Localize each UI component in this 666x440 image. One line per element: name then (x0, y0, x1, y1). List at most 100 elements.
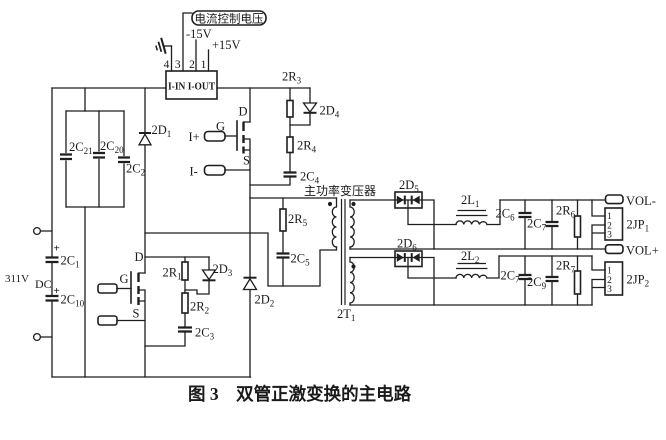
ch2-rectified-wire (407, 256, 457, 279)
capacitor-2c2-label: 2C2 (126, 162, 145, 178)
capacitor-2c21-plates (60, 153, 72, 161)
sensor-pin-wires (170, 12, 210, 72)
capacitor-2c1-plates (45, 256, 59, 264)
ground-bar-2 (157, 41, 163, 53)
source-drive-terminal-iminus (203, 164, 226, 176)
diode-2d4-label: 2D4 (320, 104, 340, 120)
gate-drive-terminal-iplus (203, 130, 226, 142)
capacitor-2c7-plates (545, 220, 559, 228)
ch1-rectified-wire (407, 199, 457, 226)
ground-bar-3 (155, 45, 158, 51)
capacitor-2c20-plates (93, 151, 105, 159)
capacitor-2c5-label: 2C5 (291, 252, 311, 268)
ch2-filter-wire (486, 255, 500, 279)
lower-mosfet-drain-label: D (135, 250, 144, 264)
capacitor-2c7b-plates (518, 273, 532, 281)
jp2-pin3-label: 3 (607, 285, 612, 295)
capacitor-2c9-label: 2C9 (527, 275, 547, 291)
diode-2d1-label: 2D1 (152, 123, 172, 139)
secondary2-polarity-dot (351, 264, 356, 269)
resistor-2r4-body (286, 136, 294, 154)
resistor-2r6-body (573, 215, 582, 238)
clamp-diode-2d1: 2D1 (137, 87, 172, 274)
capacitor-2c1-label: 2C1 (61, 254, 80, 270)
capacitor-2c3-plates (178, 326, 192, 333)
transformer-core (340, 199, 346, 305)
resistor-2r2-label: 2R2 (190, 300, 209, 316)
capacitor-2c4-plates (283, 171, 297, 178)
diode-2d1-triangle (137, 132, 153, 146)
input-kind-label: DC (35, 277, 52, 291)
connector-2jp2-body (604, 261, 624, 296)
diode-2d3-triangle (201, 269, 217, 281)
inductor-2l2-core-bars (456, 262, 488, 270)
lower-mosfet-stubs (137, 272, 146, 378)
ground-symbol (155, 37, 167, 54)
diode-2d3-wires (184, 256, 210, 295)
resistor-2r4-label: 2R4 (297, 139, 317, 155)
input-terminal-negative (32, 332, 42, 342)
transformer-2t1: 主功率变压器 2T1 (304, 183, 376, 323)
pin-4-label: 4 (164, 59, 170, 71)
input-section: 311V DC + + 2C1 2C10 (5, 87, 252, 378)
iplus-label: I+ (189, 130, 200, 144)
control-voltage-box (191, 10, 267, 26)
capacitor-2c7b-label: 2C7 (501, 269, 521, 285)
capacitor-2c6-label: 2C6 (496, 207, 516, 223)
transformer-name-label: 2T1 (337, 307, 355, 323)
capacitor-bank-frame-vertical (65, 110, 125, 208)
resistor-2r7-label: 2R7 (556, 259, 576, 275)
output-channel-2: 2D6 2L2 2C7 2C9 2R7 1 2 3 2JP2 (349, 237, 650, 306)
transformer-title: 主功率变压器 (304, 183, 376, 198)
inductor-2l2-label: 2L2 (461, 249, 479, 265)
upper-mosfet-stubs (242, 121, 251, 199)
lower-snubber-wires (144, 256, 186, 347)
upper-mosfet-drain-label: D (239, 105, 248, 119)
upper-snubber: 2R3 2D4 2R4 2C4 (249, 70, 340, 186)
control-head: I-IN I-OUT 电流控制电压 -15V +15V 4 3 2 1 (155, 10, 311, 100)
jp1-pin2-label: 2 (607, 222, 612, 232)
transformer-secondary1-winding (349, 199, 355, 250)
connector-2jp1-body (604, 207, 624, 241)
capacitor-2c6-plates (518, 211, 532, 219)
diode-2d6-forward-triangle (396, 253, 404, 262)
ch1-freewheel-wire (421, 199, 435, 250)
primary-polarity-dot (327, 201, 333, 207)
lower-mosfet: D G S (97, 250, 210, 378)
resistor-2r1-body (181, 261, 189, 281)
ch2-freewheel-wire (421, 256, 435, 306)
capacitor-2c21-label: 2C21 (69, 140, 93, 156)
resistor-2r3-body (286, 99, 294, 118)
diode-2d2-triangle (242, 277, 258, 291)
resistor-2r5-label: 2R5 (288, 212, 308, 228)
ch1-filter-wire (486, 199, 501, 226)
bulk-capacitor-bank: 2C21 2C20 2C2 (60, 87, 145, 378)
diode-2d6-freewheel-triangle (412, 253, 420, 262)
current-sensor-box (165, 70, 218, 100)
inductor-2l1-coil (455, 220, 488, 226)
capacitor-2c10-label: 2C10 (61, 293, 85, 309)
pin-2-label: 2 (189, 59, 195, 71)
lower-gate-terminal (97, 283, 118, 294)
connector-2jp2-label: 2JP2 (627, 273, 650, 289)
inductor-2l1-label: 2L1 (461, 193, 479, 209)
ground-bar-1 (160, 37, 167, 54)
capacitor-2c7-label: 2C7 (527, 217, 547, 233)
capacitor-2c10-polarity: + (54, 285, 60, 297)
primary-top-and-clamp: 2D2 (242, 197, 338, 378)
neg-supply-label: -15V (186, 27, 212, 41)
inductor-2l2-coil (455, 273, 488, 279)
connector-2jp1-label: 2JP1 (627, 218, 650, 234)
diode-2d5-label: 2D5 (399, 178, 419, 194)
transformer-primary-winding (331, 197, 338, 248)
input-voltage-label: 311V (5, 273, 29, 285)
resistor-2r2-body (181, 292, 189, 314)
capacitor-2c1-polarity: + (54, 243, 60, 255)
upper-snubber-wires (249, 87, 291, 186)
iminus-label: I- (190, 165, 198, 179)
diode-2d5-freewheel-triangle (412, 195, 420, 205)
lower-snubber: 2R1 2D3 2R2 2C3 (144, 256, 233, 347)
connector-2jp2-wires (591, 255, 606, 306)
capacitor-2c9-plates (545, 275, 559, 283)
